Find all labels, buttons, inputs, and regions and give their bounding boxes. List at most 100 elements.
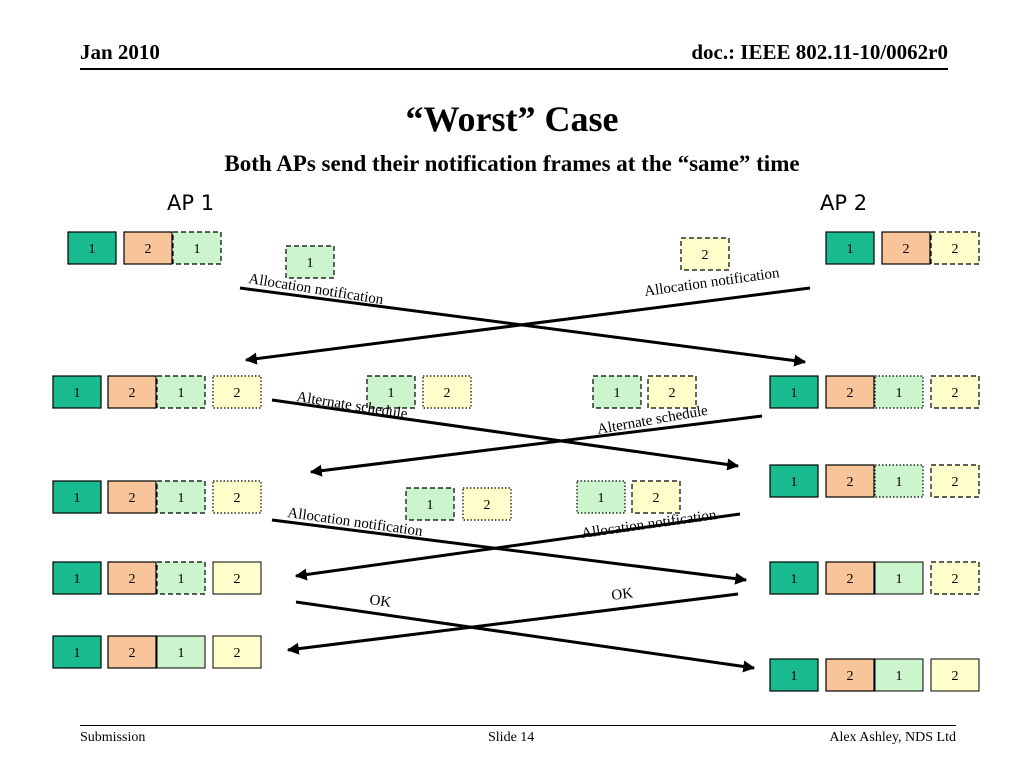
frame-block-23: 1 [874, 464, 924, 498]
frame-block-8: 2 [930, 231, 980, 265]
frame-block-13: 1 [366, 375, 416, 409]
frame-block-box [107, 375, 157, 409]
frame-block-label: 2 [952, 669, 959, 684]
frame-block-42: 2 [107, 635, 157, 669]
frame-block-box [156, 375, 206, 409]
message-arrow-8 [286, 592, 739, 655]
frame-block-box [825, 561, 875, 595]
frame-block-label: 1 [307, 256, 314, 271]
frame-block-label: 1 [896, 386, 903, 401]
frame-block-label: 1 [598, 491, 605, 506]
frame-block-47: 1 [874, 658, 924, 692]
frame-block-box [930, 231, 980, 265]
frame-block-box [874, 658, 924, 692]
frame-block-label: 2 [952, 386, 959, 401]
frame-block-45: 1 [769, 658, 819, 692]
frame-block-2: 2 [123, 231, 173, 265]
message-arrow-6 [294, 512, 741, 581]
frame-block-11: 1 [156, 375, 206, 409]
frame-block-39: 1 [874, 561, 924, 595]
frame-block-box [930, 561, 980, 595]
frame-block-box [285, 245, 335, 279]
frame-block-38: 2 [825, 561, 875, 595]
frame-block-box [107, 480, 157, 514]
frame-block-box [172, 231, 222, 265]
frame-block-box [422, 375, 472, 409]
slide-title: “Worst” Case [405, 99, 619, 139]
frame-block-label: 2 [129, 646, 136, 661]
frame-block-31: 1 [576, 480, 626, 514]
frame-block-box [769, 561, 819, 595]
frame-block-7: 2 [881, 231, 931, 265]
frame-block-label: 2 [669, 386, 676, 401]
frame-block-box [156, 635, 206, 669]
frame-block-label: 1 [791, 475, 798, 490]
footer-author: Alex Ashley, NDS Ltd [829, 730, 956, 745]
header-rule [80, 68, 948, 70]
frame-block-29: 1 [405, 487, 455, 521]
footer-submission: Submission [80, 730, 146, 745]
frame-block-box [930, 375, 980, 409]
frame-block-box [874, 561, 924, 595]
frame-block-label: 2 [444, 386, 451, 401]
frame-block-box [881, 231, 931, 265]
frame-block-15: 1 [592, 375, 642, 409]
frame-block-label: 1 [791, 572, 798, 587]
frame-block-box [52, 375, 102, 409]
ap2-label: AP 2 [820, 191, 868, 215]
frame-block-label: 2 [903, 242, 910, 257]
frame-block-48: 2 [930, 658, 980, 692]
message-arrow-7 [295, 600, 756, 673]
frame-block-9: 1 [52, 375, 102, 409]
frame-block-label: 2 [653, 491, 660, 506]
frame-block-5: 2 [680, 237, 730, 271]
frame-block-label: 2 [952, 475, 959, 490]
frame-block-label: 1 [178, 572, 185, 587]
frame-block-label: 2 [702, 248, 709, 263]
frame-block-label: 1 [178, 646, 185, 661]
frame-block-46: 2 [825, 658, 875, 692]
message-arrow-3 [271, 398, 740, 471]
frame-block-box [52, 635, 102, 669]
frame-block-box [930, 658, 980, 692]
ap1-label: AP 1 [167, 191, 215, 215]
frame-block-label: 1 [896, 669, 903, 684]
frame-block-28: 2 [212, 480, 262, 514]
frame-block-label: 2 [847, 669, 854, 684]
frame-block-box [212, 635, 262, 669]
message-label-8: OK [611, 585, 635, 604]
header-date: Jan 2010 [80, 40, 160, 64]
frame-block-box [930, 464, 980, 498]
frame-block-box [52, 480, 102, 514]
slide-subtitle: Both APs send their notification frames … [224, 151, 800, 176]
frame-block-label: 1 [194, 242, 201, 257]
frame-block-box [212, 375, 262, 409]
frame-block-21: 1 [769, 464, 819, 498]
frame-block-label: 1 [791, 669, 798, 684]
footer-rule [80, 725, 956, 726]
frame-block-box [825, 375, 875, 409]
frame-block-4: 1 [285, 245, 335, 279]
frame-block-19: 1 [874, 375, 924, 409]
frame-block-26: 2 [107, 480, 157, 514]
frame-block-box [123, 231, 173, 265]
frame-block-label: 1 [791, 386, 798, 401]
frame-block-box [769, 658, 819, 692]
frame-block-label: 1 [614, 386, 621, 401]
frame-block-3: 1 [172, 231, 222, 265]
frame-block-label: 1 [896, 572, 903, 587]
frame-block-12: 2 [212, 375, 262, 409]
frame-block-35: 1 [156, 561, 206, 595]
frame-block-14: 2 [422, 375, 472, 409]
frame-block-box [680, 237, 730, 271]
frame-block-box [52, 561, 102, 595]
frame-block-box [825, 658, 875, 692]
frame-block-label: 1 [388, 386, 395, 401]
frame-block-label: 2 [129, 491, 136, 506]
frame-block-box [107, 561, 157, 595]
frame-block-box [107, 635, 157, 669]
message-arrow-4 [309, 414, 763, 477]
frame-block-box [592, 375, 642, 409]
frame-block-box [631, 480, 681, 514]
